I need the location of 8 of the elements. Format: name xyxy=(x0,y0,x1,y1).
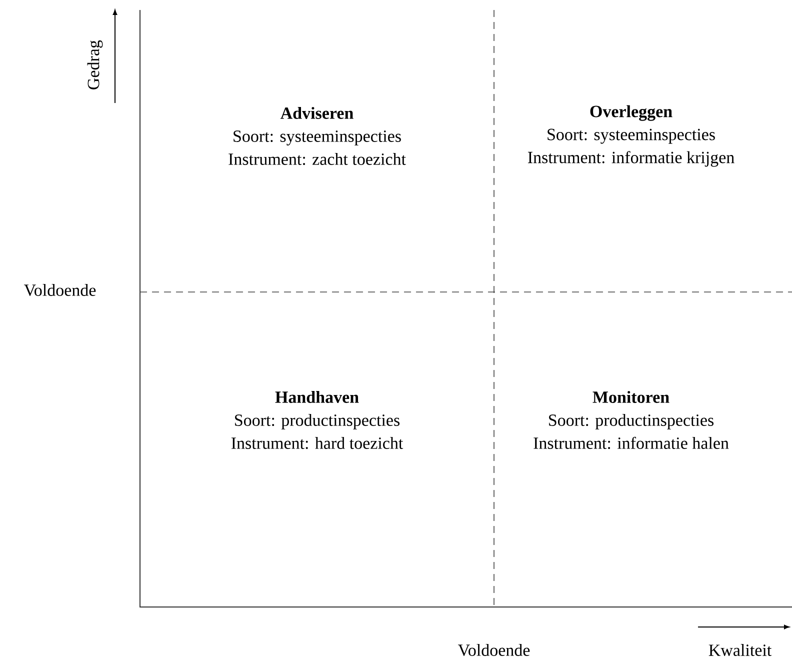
quadrant-text: Overleggen Soort: systeeminspecties Instrument: informatie krijgen xyxy=(528,105,734,167)
axis-label: Voldoende xyxy=(458,644,530,656)
axis-label: Gedrag xyxy=(87,40,103,90)
quadrant-text: Monitoren Soort: productinspecties Instrument: informatie halen xyxy=(534,391,729,450)
quadrant-text: Adviseren Soort: systeeminspecties Instrument: zacht toezicht xyxy=(228,106,406,166)
quadrant-text: Handhaven Soort: productinspecties Instrument: hard toezicht xyxy=(231,391,404,450)
axis-label: Kwaliteit xyxy=(708,644,772,656)
axis-label: Voldoende xyxy=(24,284,96,296)
